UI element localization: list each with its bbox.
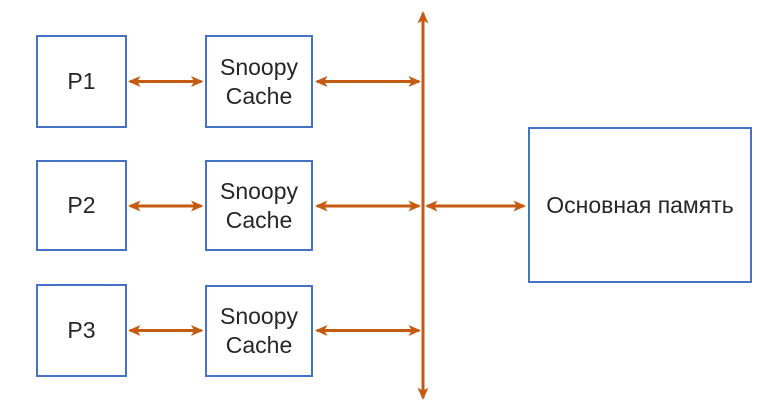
- cache-label-line2: Cache: [225, 332, 293, 358]
- snoopy-cache-box-1: Snoopy Cache: [205, 35, 313, 128]
- cache-label-line1: Snoopy: [219, 303, 298, 330]
- main-memory-label: Основная память: [546, 191, 734, 218]
- snoopy-cache-label-2: Snoopy Cache: [220, 177, 298, 234]
- snoopy-cache-label-1: Snoopy Cache: [220, 53, 298, 110]
- cache-label-line2: Cache: [225, 82, 293, 109]
- processor-box-1: P1: [36, 35, 127, 128]
- cache-label-line1: Snoopy: [219, 53, 298, 80]
- processor-box-3: P3: [36, 284, 127, 377]
- processor-label-1: P1: [67, 68, 96, 95]
- processor-box-2: P2: [36, 160, 127, 251]
- cache-label-line2: Cache: [225, 206, 293, 233]
- cache-label-line1: Snoopy: [219, 177, 298, 204]
- processor-label-2: P2: [67, 192, 96, 219]
- snoopy-cache-box-3: Snoopy Cache: [205, 285, 313, 377]
- main-memory-box: Основная память: [528, 127, 752, 283]
- snoopy-cache-box-2: Snoopy Cache: [205, 160, 313, 251]
- processor-label-3: P3: [67, 317, 96, 344]
- snoopy-cache-label-3: Snoopy Cache: [220, 302, 298, 359]
